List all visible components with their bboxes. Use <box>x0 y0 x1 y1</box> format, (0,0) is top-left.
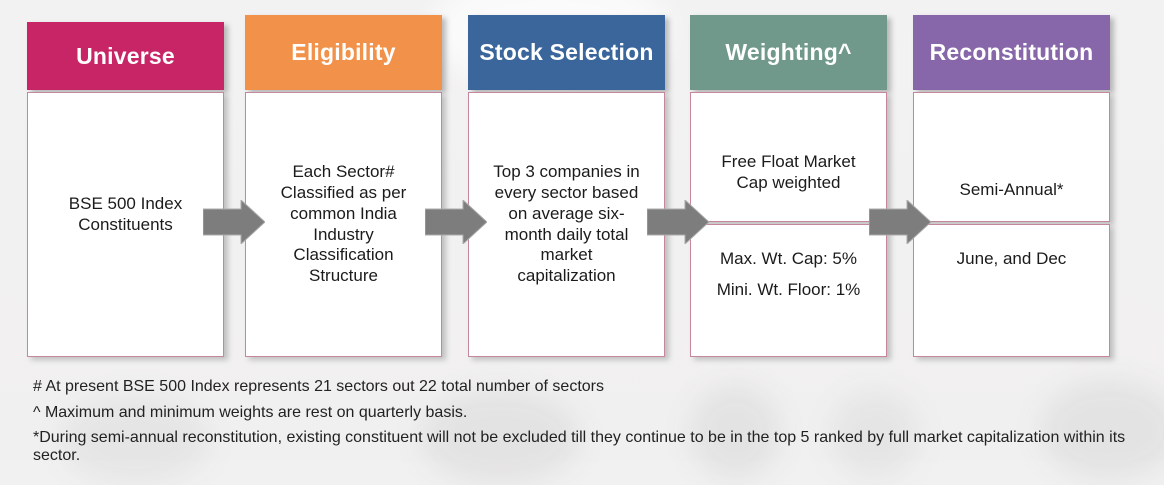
flow-step-reconstitution: Reconstitution Semi-Annual* June, and De… <box>913 0 1110 357</box>
reconstitution-title: Reconstitution <box>929 39 1094 65</box>
right-arrow-icon <box>202 198 266 246</box>
flow-step-weighting: Weighting^ Free Float Market Cap weighte… <box>690 0 887 357</box>
weighting-bottom-box: Max. Wt. Cap: 5% Mini. Wt. Floor: 1% <box>690 224 887 357</box>
flow-step-eligibility: Eligibility Each Sector# Classified as p… <box>245 0 442 357</box>
stock-selection-title: Stock Selection <box>479 39 654 65</box>
weighting-title: Weighting^ <box>725 39 852 65</box>
universe-header: Universe <box>27 22 224 90</box>
footnotes: # At present BSE 500 Index represents 21… <box>33 378 1145 472</box>
eligibility-title: Eligibility <box>291 39 396 65</box>
stock-selection-body-text: Top 3 companies in every sector based on… <box>493 162 640 285</box>
reconstitution-header: Reconstitution <box>913 15 1110 90</box>
weighting-top-box: Free Float Market Cap weighted <box>690 92 887 222</box>
reconstitution-top-box: Semi-Annual* <box>913 92 1110 222</box>
reconstitution-months-text: June, and Dec <box>956 249 1067 268</box>
flow-step-universe: Universe BSE 500 Index Constituents <box>27 0 224 357</box>
right-arrow-icon <box>424 198 488 246</box>
weighting-max-cap-text: Max. Wt. Cap: 5% <box>720 249 857 268</box>
footnote-reconstitution: *During semi-annual reconstitution, exis… <box>33 429 1126 464</box>
eligibility-body-text: Each Sector# Classified as per common In… <box>280 162 407 285</box>
footnote-sectors: # At present BSE 500 Index represents 21… <box>33 378 604 395</box>
weighting-min-floor-text: Mini. Wt. Floor: 1% <box>716 279 861 299</box>
stock-selection-header: Stock Selection <box>468 15 665 90</box>
universe-title: Universe <box>76 42 175 69</box>
universe-body-text: BSE 500 Index Constituents <box>68 193 183 234</box>
flow-step-stock-selection: Stock Selection Top 3 companies in every… <box>468 0 665 357</box>
weighting-top-text: Free Float Market Cap weighted <box>721 152 856 192</box>
right-arrow-icon <box>868 198 932 246</box>
weighting-header: Weighting^ <box>690 15 887 90</box>
eligibility-header: Eligibility <box>245 15 442 90</box>
eligibility-body-box: Each Sector# Classified as per common In… <box>245 92 442 357</box>
footnote-weights: ^ Maximum and minimum weights are rest o… <box>33 403 468 421</box>
stock-selection-body-box: Top 3 companies in every sector based on… <box>468 92 665 357</box>
universe-body-box: BSE 500 Index Constituents <box>27 92 224 357</box>
reconstitution-frequency-text: Semi-Annual* <box>959 180 1064 200</box>
reconstitution-bottom-box: June, and Dec <box>913 224 1110 357</box>
right-arrow-icon <box>646 198 710 246</box>
